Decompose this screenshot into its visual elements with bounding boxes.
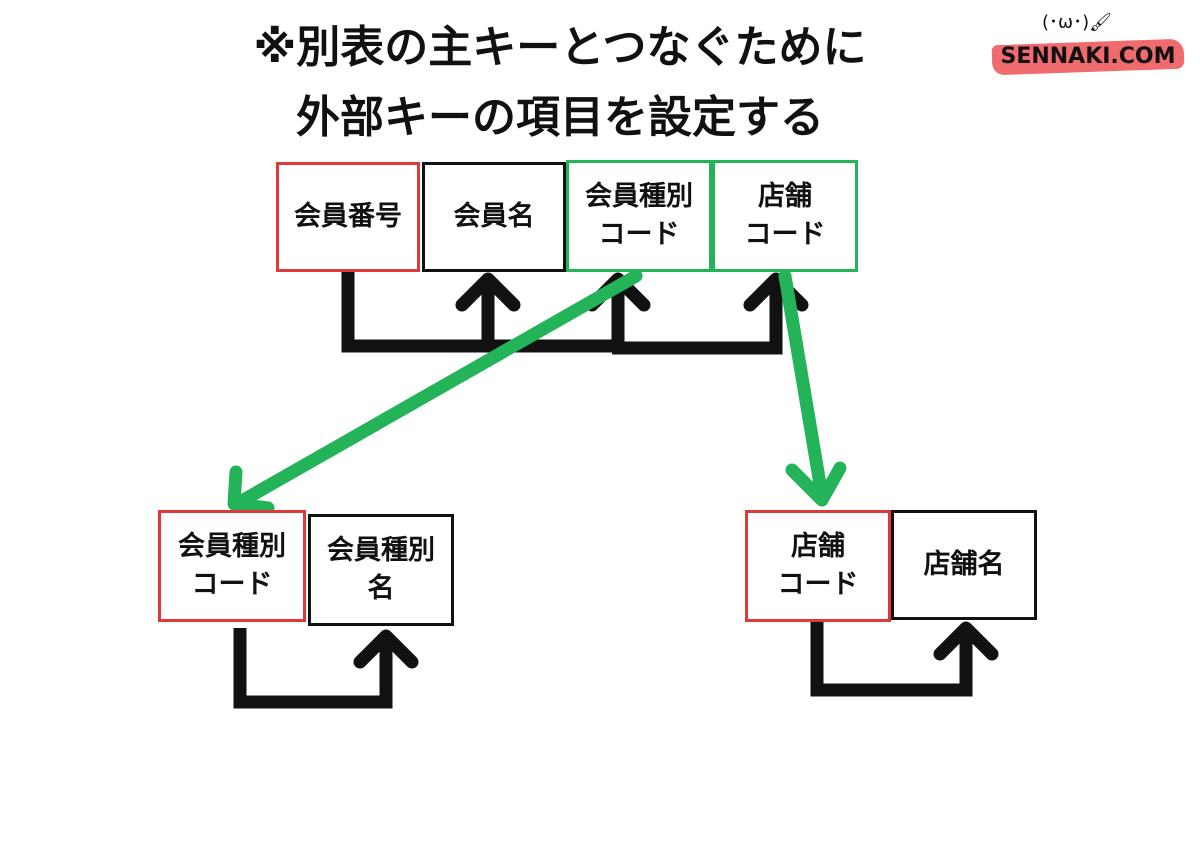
store-table-name: 店舗名 xyxy=(891,510,1037,620)
arrowhead-type-name xyxy=(353,629,419,669)
main-member-name: 会員名 xyxy=(422,162,566,272)
title-line-2: 外部キーの項目を設定する xyxy=(296,92,824,143)
dep-arrow-store-code-to-name xyxy=(810,620,973,697)
type-table-name: 会員種別 名 xyxy=(308,514,454,626)
logo-text: SENNAKI.COM xyxy=(1000,44,1176,69)
fk-arrow-store-line xyxy=(778,269,829,503)
arrowhead-store-name xyxy=(933,621,999,661)
main-member-no-pk: 会員番号 xyxy=(276,162,420,272)
main-member-type-code-fk: 会員種別 コード xyxy=(566,160,712,272)
main-store-code-fk: 店舗 コード xyxy=(712,160,858,272)
dep-arrow-type-code-to-name xyxy=(233,628,393,709)
arrowhead-member-name xyxy=(455,272,521,312)
fk-arrow-store-head xyxy=(785,461,847,507)
title-line-1: ※別表の主キーとつなぐために xyxy=(253,22,867,73)
logo: (･ω･)🖌 SENNAKI.COM xyxy=(990,12,1190,76)
type-table-code-pk: 会員種別 コード xyxy=(158,510,306,622)
fk-arrow-member-type-line xyxy=(233,269,643,509)
dep-arrow-member-no-to-store xyxy=(612,285,783,355)
store-table-code-pk: 店舗 コード xyxy=(745,510,891,622)
fk-arrow-member-type-head xyxy=(227,465,275,515)
dep-arrow-member-no-to-name xyxy=(341,270,495,353)
logo-face: (･ω･)🖌 xyxy=(1042,12,1112,33)
